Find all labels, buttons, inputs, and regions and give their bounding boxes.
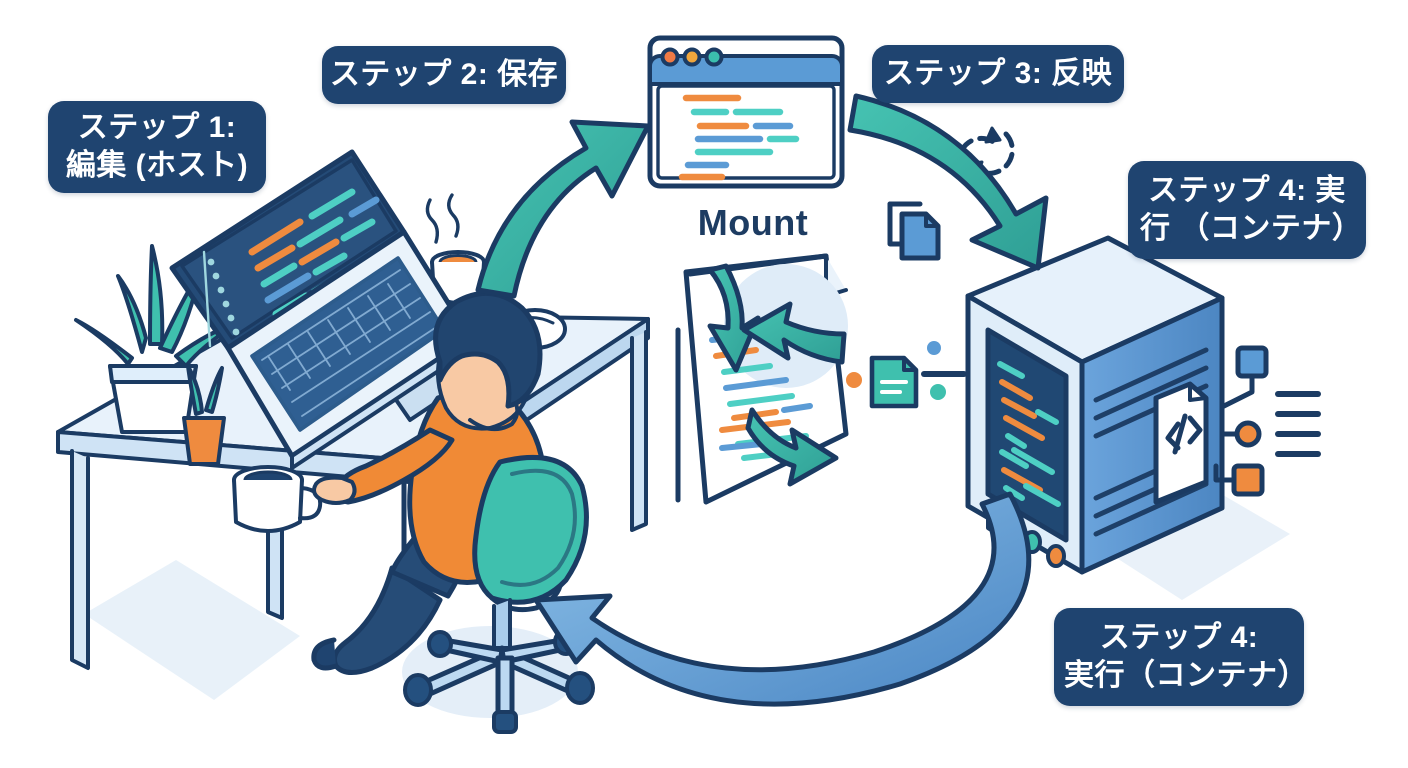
container-code-lines [997, 361, 1061, 507]
save-arrow [475, 119, 651, 299]
file-copy-icon [887, 201, 941, 261]
mount-arrow-left [741, 301, 847, 365]
editor-code-lines [678, 94, 800, 181]
potted-plant-small [182, 364, 226, 466]
step-badge-4[interactable]: ステップ 4: 実 行 （コンテナ） [1128, 161, 1366, 259]
code-file-icon [1165, 413, 1203, 455]
step-badge-3[interactable]: ステップ 3: 反映 [872, 45, 1124, 103]
small-file-icon [869, 355, 919, 409]
circuit-icon [1213, 345, 1321, 497]
office-chair [403, 454, 595, 734]
mount-arrow-down [707, 263, 761, 373]
step-badge-1[interactable]: ステップ 1: 編集 (ホスト) [48, 101, 266, 193]
code-editor-window [647, 35, 845, 189]
container-server [965, 235, 1225, 575]
step-badge-4-bottom[interactable]: ステップ 4: 実行（コンテナ） [1054, 608, 1308, 706]
mount-label: Mount [697, 202, 809, 243]
run-arrow [533, 491, 1032, 707]
mount-document [683, 253, 849, 505]
laptop [169, 149, 473, 470]
accent-dots [846, 341, 946, 400]
step-badge-2[interactable]: ステップ 2: 保存 [322, 46, 566, 104]
coffee-mug [232, 465, 323, 533]
developer [311, 290, 547, 675]
mount-arrow-right [745, 407, 839, 487]
sync-arrow [847, 93, 1049, 271]
